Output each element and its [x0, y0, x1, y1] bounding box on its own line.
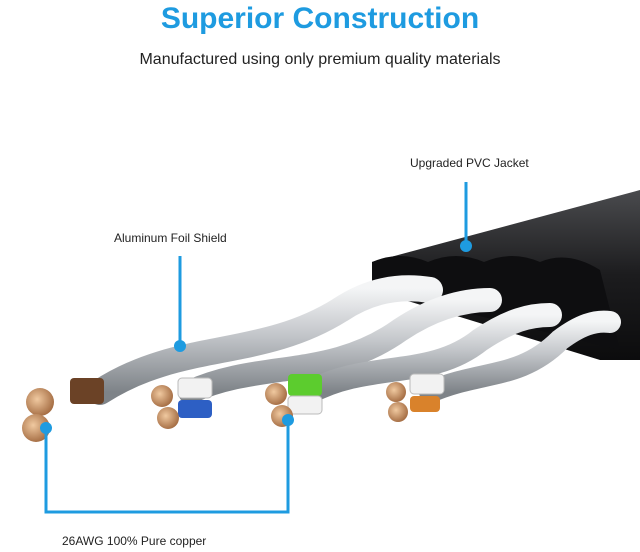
foil-pair-2: [178, 288, 502, 404]
page-subtitle: Manufactured using only premium quality …: [139, 51, 501, 68]
foil-pair-1: [87, 275, 443, 405]
callout-dot-copper-2: [282, 414, 294, 426]
callout-label-foil-shield: Aluminum Foil Shield: [114, 231, 227, 245]
wire-white-1: [177, 377, 213, 399]
page-title: Superior Construction: [160, 2, 480, 35]
callout-label-copper: 26AWG 100% Pure copper: [62, 534, 207, 548]
callout-line-copper: [44, 420, 290, 514]
callout-label-jacket: Upgraded PVC Jacket: [410, 156, 529, 170]
copper-conductors: [22, 382, 408, 442]
callout-dot-copper-1: [40, 422, 52, 434]
wire-white-2: [287, 395, 323, 415]
callout-dot-jacket: [460, 240, 472, 252]
wire-orange: [410, 396, 440, 412]
callout-dot-foil: [174, 340, 186, 352]
wire-brown: [70, 378, 104, 404]
wire-green: [288, 374, 322, 396]
foil-pair-3: [298, 303, 562, 404]
wire-white-3: [409, 373, 445, 395]
foil-shield-group: [87, 275, 621, 405]
wire-blue: [178, 400, 212, 418]
foil-pair-4: [419, 310, 621, 403]
